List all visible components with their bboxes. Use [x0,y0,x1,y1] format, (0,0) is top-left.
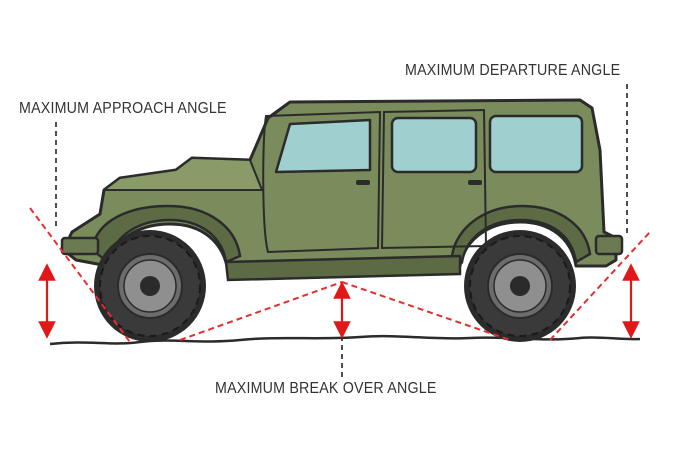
front-window [274,118,372,174]
departure-angle-label: MAXIMUM DEPARTURE ANGLE [405,62,621,79]
rear-wheel [464,230,576,342]
breakover-angle-label: MAXIMUM BREAK OVER ANGLE [215,380,437,397]
front-wheel [94,230,206,342]
suv-vehicle [60,98,624,342]
ground-line [49,334,641,346]
rear-bumper [594,234,624,256]
height-arrows [38,263,640,339]
rear-door-window [390,116,478,174]
approach-angle-line [29,207,131,343]
rear-quarter-window [488,114,584,174]
leader-lines [55,84,628,378]
hood-panel [103,157,263,191]
rocker-panel [224,254,462,282]
front-bumper [60,236,100,256]
breakover-line-front [179,281,343,341]
front-door-handle [356,180,370,185]
rear-door-handle [468,180,482,185]
departure-angle-line [549,231,651,341]
front-fender [90,204,242,265]
angle-guide-lines [29,207,651,343]
approach-angle-label: MAXIMUM APPROACH ANGLE [19,100,227,117]
front-door [262,110,382,254]
